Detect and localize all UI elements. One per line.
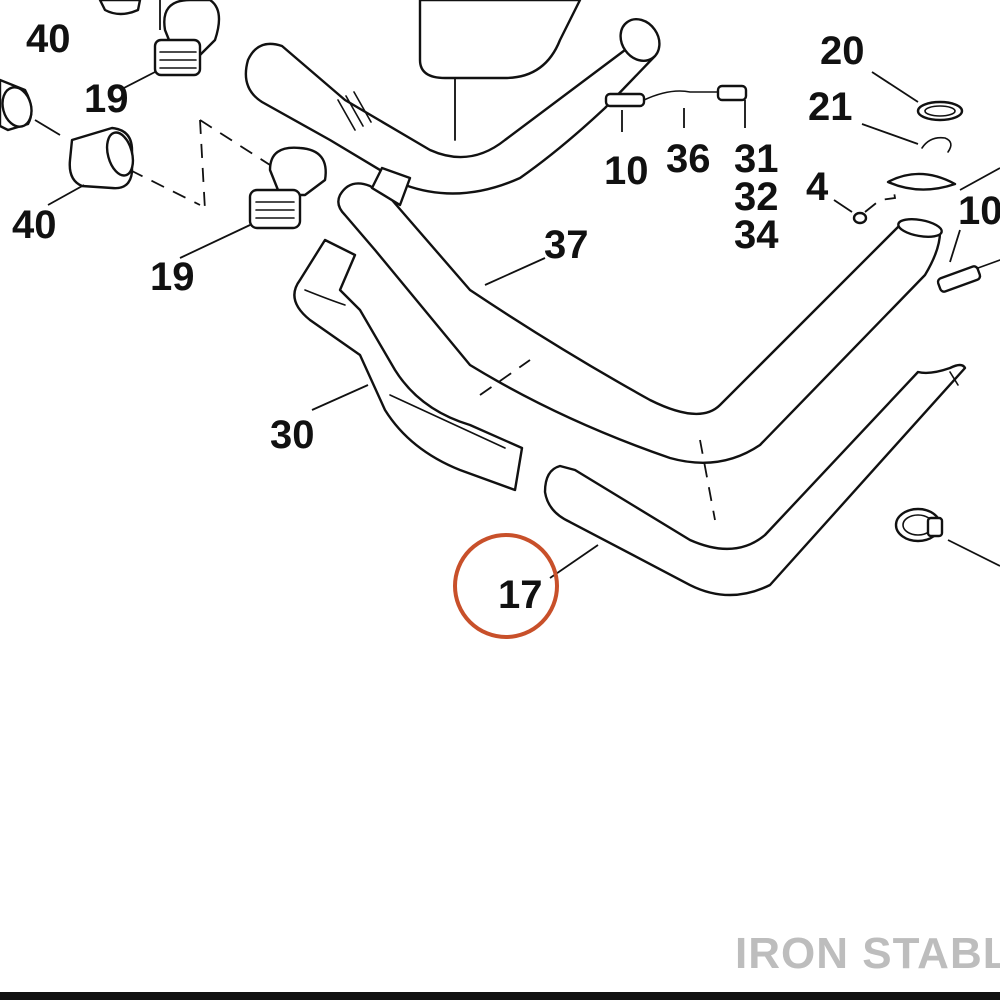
callout-21: 21	[808, 85, 853, 129]
callout-40-left: 40	[12, 203, 57, 247]
gasket-ring-20	[916, 100, 964, 122]
hose-clamp	[894, 507, 944, 543]
callout-40-top: 40	[26, 17, 71, 61]
callout-37: 37	[544, 223, 589, 267]
callout-10-mid: 10	[604, 149, 649, 193]
callout-36: 36	[666, 137, 711, 181]
rear-head-pipe-37	[337, 166, 943, 521]
callout-17: 17	[498, 573, 543, 617]
retaining-ring-21	[921, 136, 952, 153]
clamp-19-top	[153, 0, 221, 77]
callout-32: 32	[734, 175, 779, 219]
highlight-circle	[453, 533, 559, 639]
callout-4: 4	[806, 165, 829, 209]
callout-31: 31	[734, 137, 779, 181]
watermark-text: IRON STABLE	[735, 929, 1000, 978]
callout-34: 34	[734, 213, 779, 257]
coupling-40-left	[68, 126, 135, 190]
coupling-40-top	[98, 0, 142, 16]
heat-shield-30	[293, 238, 524, 492]
o2-sensor-10	[604, 84, 748, 108]
clamp-19-mid	[248, 146, 327, 230]
bottom-border	[0, 992, 1000, 1000]
o2-sensor-10-right	[936, 259, 1000, 293]
pipe-end-left	[0, 78, 33, 132]
callout-30: 30	[270, 413, 315, 457]
leader-lines	[34, 0, 1000, 579]
callout-10-right: 10	[958, 189, 1000, 233]
front-head-pipe	[244, 18, 661, 195]
callout-20: 20	[820, 29, 865, 73]
callout-19-mid: 19	[150, 255, 195, 299]
callout-19-top: 19	[84, 77, 129, 121]
flange-4	[852, 172, 957, 225]
heat-shield-17	[543, 363, 967, 597]
